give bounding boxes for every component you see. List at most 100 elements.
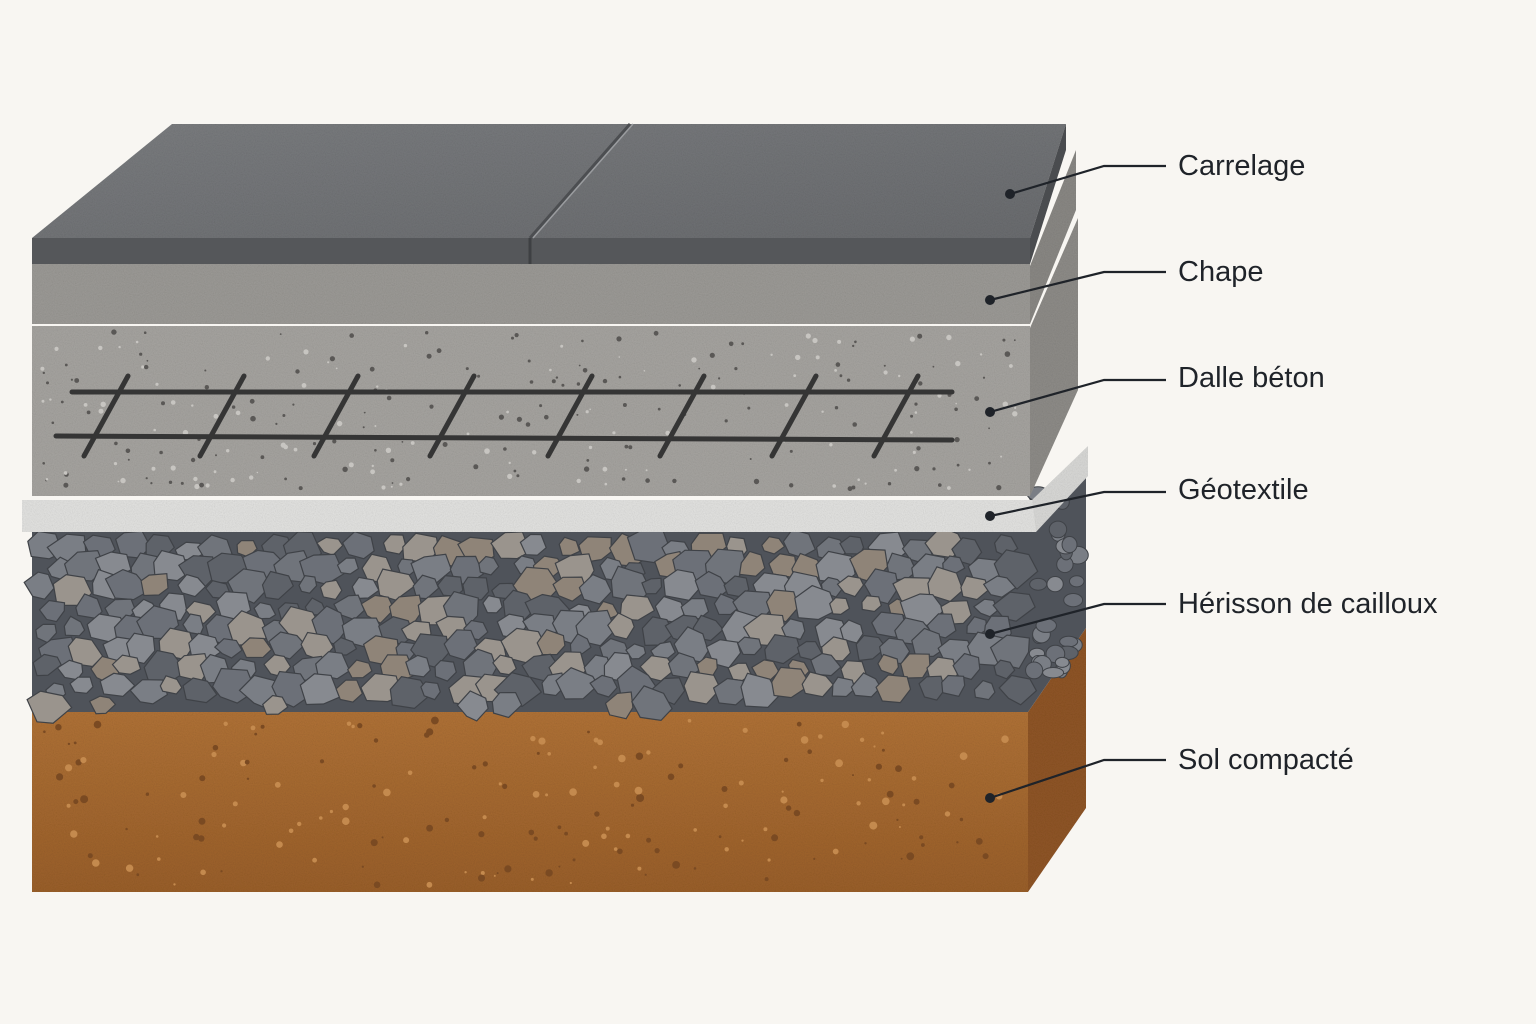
soil-speck bbox=[898, 826, 901, 828]
leader-chape-dot bbox=[985, 295, 995, 305]
concrete-speck bbox=[442, 442, 448, 447]
soil-speck bbox=[67, 742, 71, 746]
concrete-speck bbox=[336, 420, 343, 427]
soil-speck bbox=[835, 759, 843, 768]
gravel-stone bbox=[875, 674, 912, 704]
gravel-stone bbox=[861, 595, 882, 613]
gravel-stone bbox=[456, 690, 489, 722]
soil-speck bbox=[975, 838, 983, 845]
soil-speck bbox=[793, 809, 801, 817]
soil-speck bbox=[859, 737, 865, 742]
gravel-stone bbox=[519, 533, 547, 556]
concrete-speck bbox=[645, 469, 648, 472]
concrete-speck bbox=[832, 484, 836, 488]
concrete-speck bbox=[63, 482, 69, 488]
gravel-stone bbox=[23, 571, 55, 600]
soil-speck bbox=[869, 821, 878, 830]
leader-carrelage-dot bbox=[1005, 189, 1015, 199]
concrete-speck bbox=[511, 336, 514, 340]
concrete-speck bbox=[54, 346, 59, 351]
concrete-speck bbox=[381, 485, 386, 490]
concrete-speck bbox=[425, 331, 429, 335]
gravel-stone bbox=[761, 535, 786, 555]
concrete-speck bbox=[839, 374, 843, 378]
soil-speck bbox=[373, 881, 381, 889]
soil-speck bbox=[634, 786, 643, 795]
soil-speck bbox=[625, 833, 631, 839]
soil-speck bbox=[545, 793, 549, 797]
gravel-stone bbox=[877, 653, 900, 676]
concrete-speck bbox=[139, 352, 143, 356]
soil-speck bbox=[73, 741, 77, 745]
concrete-speck bbox=[42, 462, 45, 465]
soil-speck bbox=[55, 724, 62, 731]
gravel-stone bbox=[771, 666, 812, 699]
soil-speck bbox=[528, 829, 535, 836]
concrete-speck bbox=[292, 403, 295, 406]
soil-speck bbox=[956, 841, 959, 844]
concrete-speck bbox=[678, 384, 681, 387]
concrete-speck bbox=[45, 478, 49, 481]
concrete-speck bbox=[120, 477, 126, 484]
gravel-stone bbox=[589, 674, 618, 698]
concrete-speck bbox=[589, 408, 591, 411]
concrete-speck bbox=[753, 478, 760, 485]
concrete-speck bbox=[51, 421, 55, 425]
gravel-stone bbox=[69, 676, 94, 694]
soil-speck bbox=[498, 782, 502, 786]
gravel-stone bbox=[382, 534, 407, 555]
concrete-speck bbox=[602, 378, 608, 384]
concrete-speck bbox=[710, 384, 716, 390]
gravel-stone bbox=[462, 576, 490, 601]
soil-speck bbox=[796, 721, 802, 727]
gravel-stone bbox=[434, 659, 457, 682]
gravel-stone bbox=[38, 599, 66, 623]
concrete-speck bbox=[374, 449, 377, 452]
concrete-speck bbox=[979, 353, 983, 356]
concrete-speck bbox=[125, 448, 131, 454]
concrete-speck bbox=[401, 441, 404, 443]
concrete-speck bbox=[910, 414, 914, 418]
soil-speck bbox=[593, 737, 599, 743]
concrete-speck bbox=[215, 454, 217, 457]
concrete-speck bbox=[74, 378, 80, 383]
concrete-speck bbox=[335, 367, 338, 370]
concrete-speck bbox=[83, 403, 88, 407]
gravel-stone bbox=[268, 631, 306, 660]
gravel-stone bbox=[177, 573, 207, 598]
concrete-speck bbox=[143, 331, 147, 335]
gravel-stone bbox=[104, 568, 151, 601]
concrete-speck bbox=[279, 333, 282, 335]
label-sol-compacte: Sol compacté bbox=[1178, 744, 1354, 776]
concrete-speck bbox=[698, 367, 701, 370]
concrete-speck bbox=[363, 411, 366, 414]
concrete-speck bbox=[135, 340, 139, 344]
leader-dalle-beton-dot bbox=[985, 407, 995, 417]
soil-speck bbox=[288, 828, 294, 834]
gravel-stone bbox=[973, 679, 996, 701]
soil-speck bbox=[587, 730, 590, 734]
gravel-stone bbox=[360, 594, 395, 624]
concrete-speck bbox=[854, 340, 857, 344]
concrete-speck bbox=[718, 377, 721, 380]
soil-speck bbox=[478, 831, 485, 838]
concrete-speck bbox=[974, 396, 980, 401]
concrete-speck bbox=[618, 356, 621, 358]
soil-speck bbox=[480, 871, 485, 875]
soil-speck bbox=[767, 858, 771, 862]
gravel-stone bbox=[1061, 535, 1078, 554]
soil-speck bbox=[902, 803, 906, 807]
soil-speck bbox=[613, 781, 620, 788]
concrete-speck bbox=[621, 477, 626, 481]
concrete-speck bbox=[63, 471, 68, 475]
gravel-stone bbox=[420, 681, 441, 701]
concrete-speck bbox=[298, 486, 303, 491]
concrete-speck bbox=[588, 445, 593, 450]
soil-speck bbox=[198, 835, 205, 842]
concrete-speck bbox=[1000, 455, 1003, 458]
concrete-speck bbox=[852, 422, 857, 427]
soil-speck bbox=[818, 734, 823, 739]
concrete-speck bbox=[741, 342, 745, 346]
